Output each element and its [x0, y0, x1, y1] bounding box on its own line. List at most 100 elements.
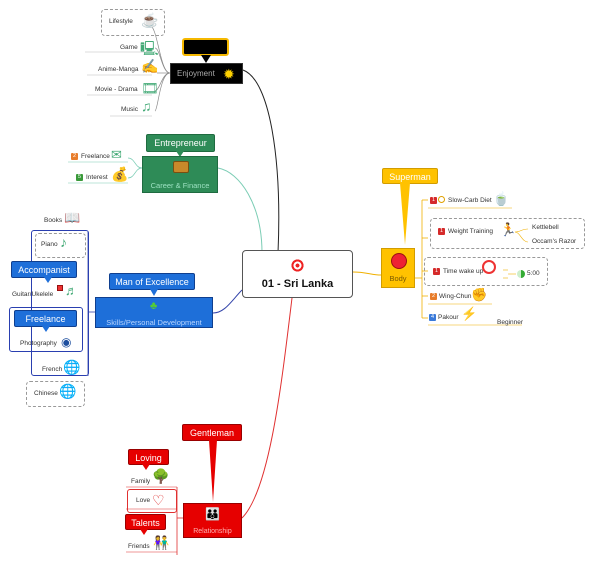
- freelance-callout: Freelance: [14, 310, 77, 327]
- accompanist-callout-tail: [44, 277, 52, 283]
- chinese-node[interactable]: [26, 381, 85, 407]
- relationship-item-family[interactable]: Family: [131, 478, 151, 485]
- body-topic[interactable]: Body: [381, 248, 415, 288]
- man-of-excellence-callout-tail: [150, 289, 158, 296]
- body-item-wing-chun[interactable]: Wing-Chun: [439, 293, 472, 300]
- enjoyment-item-lifestyle: Lifestyle: [109, 18, 133, 25]
- enjoyment-item-movie-drama[interactable]: Movie - Drama: [95, 86, 138, 93]
- entrepreneur-callout: Entrepreneur: [146, 134, 215, 152]
- skills-item-piano: Piano: [41, 241, 58, 248]
- weight-training-group: [430, 218, 585, 249]
- body-item-time-wake-up[interactable]: Time wake up: [443, 268, 484, 275]
- relationship-item-love: Love: [136, 497, 151, 504]
- body-title: Body: [389, 274, 407, 283]
- anime-icon: ✍: [141, 58, 159, 74]
- tree-icon: 🌳: [152, 468, 170, 484]
- lifestyle-node[interactable]: [101, 9, 165, 36]
- loving-callout-tail: [142, 464, 150, 470]
- skills-item-chinese: Chinese: [34, 390, 58, 397]
- computer-icon: 🖳: [140, 40, 159, 56]
- priority-2-icon-wing: 2: [430, 293, 437, 300]
- love-node[interactable]: [127, 489, 177, 513]
- superman-icon: [391, 253, 407, 269]
- people-icon: 👪: [205, 507, 220, 521]
- body-item-slow-carb-diet[interactable]: Slow-Carb Diet: [448, 197, 492, 204]
- enjoyment-item-music[interactable]: Music: [121, 106, 138, 113]
- priority-2-icon: 2: [71, 153, 78, 160]
- target-icon: [291, 259, 304, 272]
- body-item-beginner[interactable]: Beginner: [497, 319, 524, 326]
- career-item-freelance[interactable]: Freelance: [81, 153, 110, 160]
- accompanist-callout: Accompanist: [11, 261, 77, 278]
- man-of-excellence-callout: Man of Excellence: [109, 273, 195, 290]
- central-title: 01 - Sri Lanka: [261, 278, 334, 290]
- skills-topic[interactable]: ♣ Skills/Personal Development: [95, 297, 213, 328]
- priority-5-icon: 5: [76, 174, 83, 181]
- cup-icon: 🍵: [493, 191, 510, 206]
- entrepreneur-callout-tail: [176, 151, 184, 157]
- music-icon: ♫: [141, 98, 152, 114]
- alarm-clock-icon: [482, 260, 496, 274]
- globe-icon-french: 🌐: [63, 359, 81, 375]
- enjoyment-callout: [182, 38, 229, 56]
- central-topic[interactable]: 01 - Sri Lanka: [242, 250, 353, 298]
- film-icon: 🎞: [141, 80, 159, 96]
- career-topic[interactable]: Career & Finance: [142, 156, 218, 193]
- career-title: Career & Finance: [150, 181, 210, 190]
- priority-1-icon-weight: 1: [438, 228, 445, 235]
- relationship-title: Relationship: [193, 528, 232, 535]
- freelance-group-box: [9, 307, 83, 352]
- skills-item-guitar-ukelele[interactable]: Guitar/Ukelele: [12, 291, 54, 298]
- handshake-icon: ✉: [111, 147, 122, 162]
- friends-icon: 👫: [153, 535, 170, 550]
- skills-item-books[interactable]: Books: [44, 217, 63, 224]
- body-item-weight-training[interactable]: Weight Training: [448, 228, 494, 235]
- body-item-occams-razor[interactable]: Occam's Razor: [532, 238, 577, 245]
- gentleman-callout: Gentleman: [182, 424, 242, 441]
- guitar-figure-icon: ♬: [65, 283, 78, 298]
- skills-item-photography[interactable]: Photography: [20, 340, 57, 347]
- body-item-wake-time-value[interactable]: 5:00: [527, 270, 540, 277]
- freelance-callout-tail: [42, 326, 50, 332]
- talents-callout: Talents: [125, 514, 166, 530]
- skills-group-box: [31, 230, 89, 376]
- heart-icon: ♡: [152, 492, 165, 508]
- priority-1-icon-diet: 1: [430, 197, 437, 204]
- priority-1-icon-wake: 1: [433, 268, 440, 275]
- enjoyment-topic[interactable]: Enjoyment ✹: [170, 63, 243, 84]
- briefcase-icon: [173, 161, 189, 173]
- career-item-interest[interactable]: Interest: [86, 174, 108, 181]
- parkour-icon: ⚡: [461, 306, 478, 321]
- body-item-kettlebell[interactable]: Kettlebell: [532, 224, 559, 231]
- enjoyment-item-anime-manga[interactable]: Anime-Manga: [98, 66, 139, 73]
- book-icon: 📖: [64, 210, 81, 225]
- body-item-pakour[interactable]: Pakour: [438, 314, 459, 321]
- fist-icon: ✊: [471, 287, 488, 302]
- piano-node[interactable]: [35, 233, 86, 258]
- enjoyment-item-game[interactable]: Game: [120, 44, 138, 51]
- seedling-icon: ♣: [150, 300, 158, 312]
- priority-4-icon-pakour: 4: [429, 314, 436, 321]
- piano-icon: ♪: [60, 234, 67, 250]
- eye-icon: ◉: [61, 335, 72, 349]
- gentleman-callout-tail: [209, 440, 217, 502]
- guitar-icon: [57, 285, 63, 291]
- loving-callout: Loving: [128, 449, 169, 465]
- coffee-icon: ☕: [141, 12, 159, 28]
- skills-title: Skills/Personal Development: [106, 318, 202, 327]
- runner-icon: 🏃: [500, 222, 517, 237]
- clock-outline-icon: [438, 196, 445, 203]
- enjoyment-callout-tail: [201, 55, 211, 63]
- money-icon: 💰: [111, 166, 129, 182]
- superman-callout: Superman: [382, 168, 438, 184]
- skills-item-french[interactable]: French: [42, 366, 63, 373]
- superman-callout-tail: [400, 183, 410, 245]
- relationship-topic[interactable]: 👪 Relationship: [183, 503, 242, 538]
- relationship-item-friends[interactable]: Friends: [128, 543, 150, 550]
- time-wake-up-group: [424, 257, 548, 286]
- globe-icon-chinese: 🌐: [59, 383, 77, 399]
- pie-progress-icon: [517, 270, 525, 278]
- enjoyment-title: Enjoyment: [177, 69, 215, 78]
- talents-callout-tail: [140, 529, 148, 535]
